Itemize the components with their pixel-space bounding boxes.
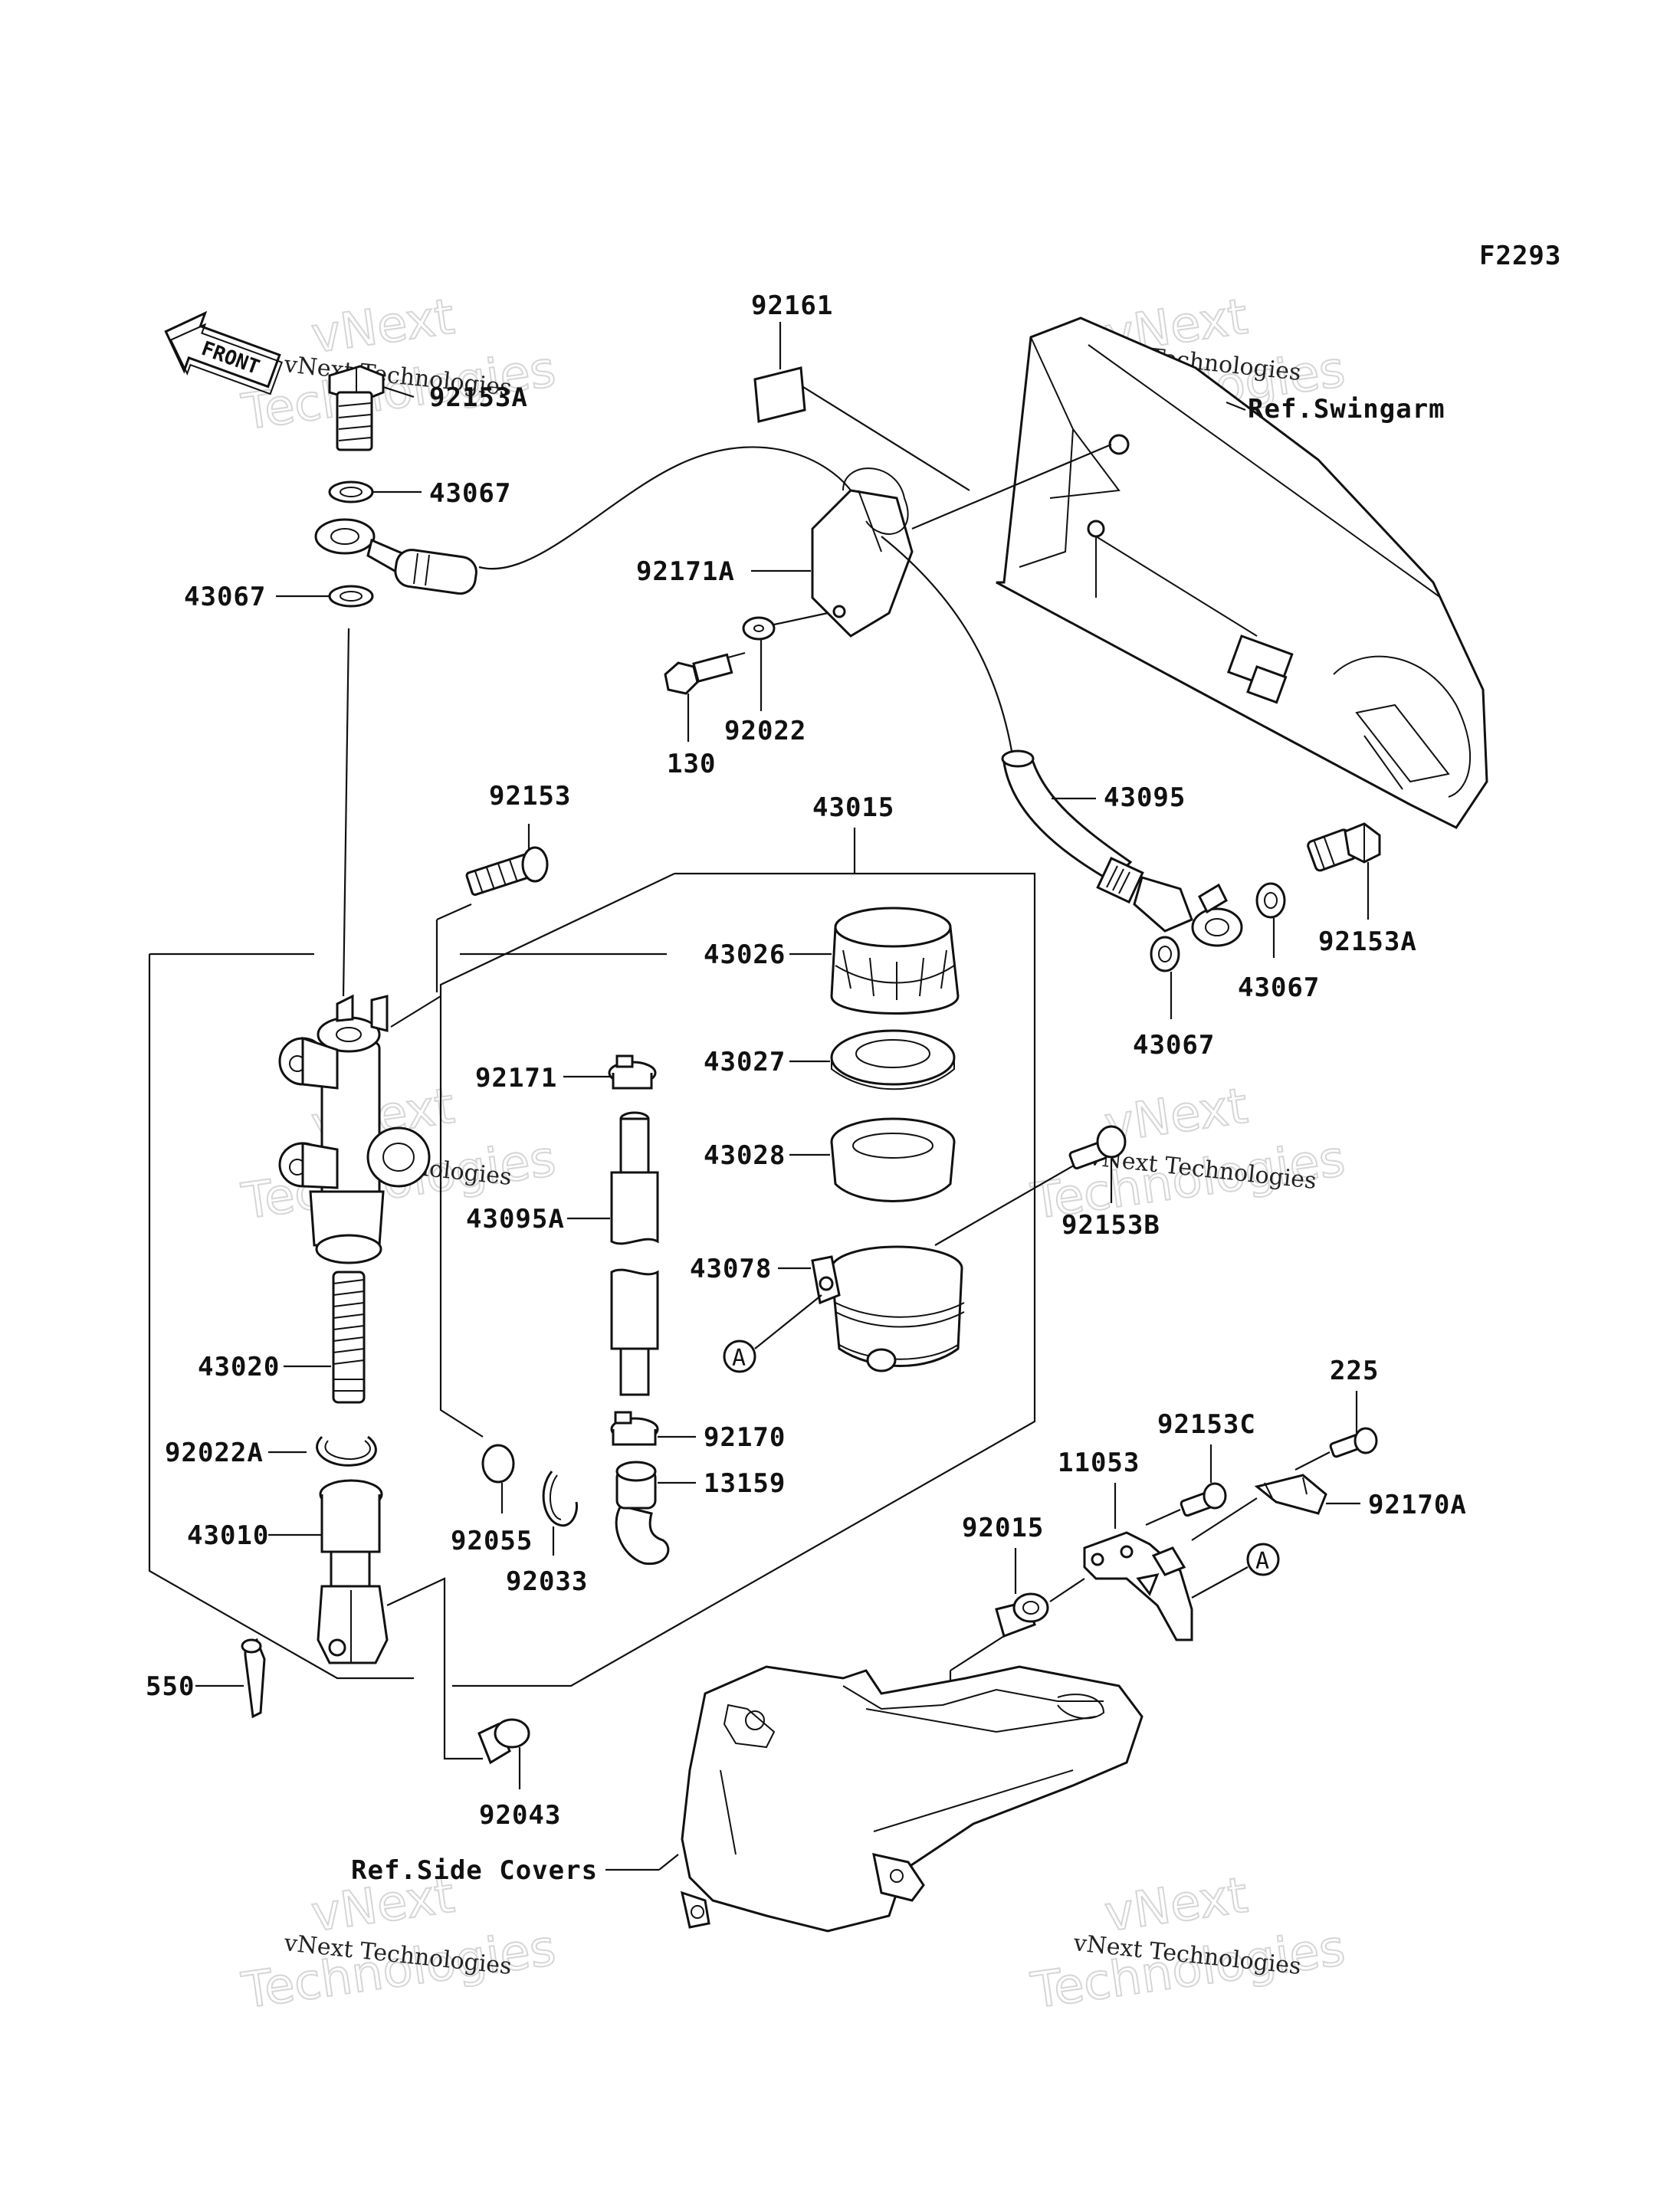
clamp-92170A [1254, 1474, 1327, 1515]
washer-43067-a [328, 480, 374, 503]
swingarm-reference [996, 316, 1488, 829]
callout-92153A-right: 92153A [1318, 926, 1417, 957]
circlip-92022A [316, 1435, 377, 1467]
label-92161 [753, 366, 806, 423]
ref-side-covers: Ref.Side Covers [351, 1855, 598, 1886]
elbow-13159 [615, 1461, 670, 1566]
callout-92153B: 92153B [1061, 1210, 1160, 1241]
watermark-bottom-left: vNext Technologies vNext Technologies [238, 1867, 559, 2021]
callout-43078: 43078 [690, 1254, 772, 1284]
master-cylinder-body [278, 994, 431, 1264]
callout-92153C: 92153C [1157, 1409, 1256, 1440]
clamp-92170 [610, 1411, 659, 1446]
banjo-bolt-top [328, 365, 385, 451]
watermark-top-left: vNext Technologies vNext Technologies [238, 288, 559, 442]
callout-43095A: 43095A [466, 1204, 565, 1235]
callout-92171A: 92171A [636, 556, 735, 587]
watermark-brand: vNext [1101, 1867, 1251, 1943]
washer-43067-d [1150, 936, 1180, 972]
washer-43067-c [1255, 882, 1286, 919]
side-cover-reference [680, 1665, 1144, 1933]
banjo-fitting-top [314, 518, 477, 595]
callout-43067-a: 43067 [429, 478, 511, 509]
callout-43095: 43095 [1104, 782, 1186, 813]
clamp-92171 [608, 1054, 657, 1090]
callout-43028: 43028 [704, 1140, 786, 1171]
bolt-92153C [1180, 1482, 1227, 1517]
reservoir-cap-43026 [830, 907, 960, 1015]
callout-43067-d: 43067 [1133, 1030, 1215, 1061]
washer-43067-b [328, 585, 374, 608]
callout-43067-b: 43067 [184, 582, 266, 612]
marker-a-text: A [732, 1345, 746, 1372]
diaphragm-plate-43027 [830, 1029, 956, 1090]
callout-13159: 13159 [704, 1468, 786, 1499]
oring-92055 [481, 1444, 515, 1484]
bolt-130 [664, 653, 733, 695]
hose-bracket-92171A [811, 467, 914, 638]
marker-a-reservoir: A [723, 1340, 756, 1373]
banjo-bolt-right [1307, 822, 1381, 872]
callout-43020: 43020 [198, 1352, 280, 1382]
figure-code: F2293 [1479, 241, 1561, 271]
collar-92015 [995, 1592, 1049, 1638]
callout-43026: 43026 [704, 939, 786, 970]
callout-550: 550 [146, 1671, 195, 1702]
spring-43020 [332, 1271, 366, 1404]
callout-92170A: 92170A [1368, 1490, 1467, 1520]
ref-swingarm: Ref.Swingarm [1248, 394, 1445, 425]
clevis-pin-92043 [477, 1718, 530, 1765]
callout-92022: 92022 [724, 716, 806, 746]
callout-43067-c: 43067 [1238, 972, 1320, 1003]
bracket-11053 [1083, 1531, 1193, 1641]
watermark-bottom-right: vNext Technologies vNext Technologies [1027, 1867, 1349, 2021]
pushrod-43010 [317, 1479, 389, 1664]
callout-225: 225 [1330, 1356, 1379, 1386]
bolt-92153B [1068, 1125, 1127, 1170]
watermark-brand: vNext [308, 289, 458, 365]
callout-130: 130 [667, 749, 716, 779]
callout-43027: 43027 [704, 1047, 786, 1077]
marker-a-text: A [1255, 1548, 1269, 1575]
marker-a-bracket: A [1246, 1543, 1280, 1576]
callout-92055: 92055 [451, 1526, 533, 1556]
callout-92153: 92153 [489, 781, 571, 812]
hose-43095A [610, 1111, 659, 1396]
callout-92043: 92043 [479, 1800, 561, 1831]
callout-43015: 43015 [812, 792, 894, 823]
callout-92161: 92161 [751, 290, 833, 321]
diaphragm-43028 [830, 1117, 956, 1202]
washer-92022 [742, 616, 776, 641]
reservoir-43078 [811, 1245, 965, 1372]
hose-43095 [1001, 749, 1243, 947]
callout-43010: 43010 [187, 1520, 269, 1551]
callout-92015: 92015 [962, 1513, 1044, 1543]
callout-11053: 11053 [1058, 1448, 1140, 1478]
screw-225 [1329, 1427, 1378, 1458]
front-arrow-icon: FRONT [164, 310, 283, 395]
callout-92022A: 92022A [165, 1438, 264, 1468]
cotter-pin-550 [241, 1638, 266, 1719]
callout-92171: 92171 [475, 1063, 557, 1094]
bolt-92153 [465, 846, 549, 896]
callout-92170: 92170 [704, 1422, 786, 1453]
circlip-92033 [542, 1471, 579, 1527]
callout-92153A-top: 92153A [429, 382, 528, 413]
callout-92033: 92033 [506, 1566, 588, 1597]
